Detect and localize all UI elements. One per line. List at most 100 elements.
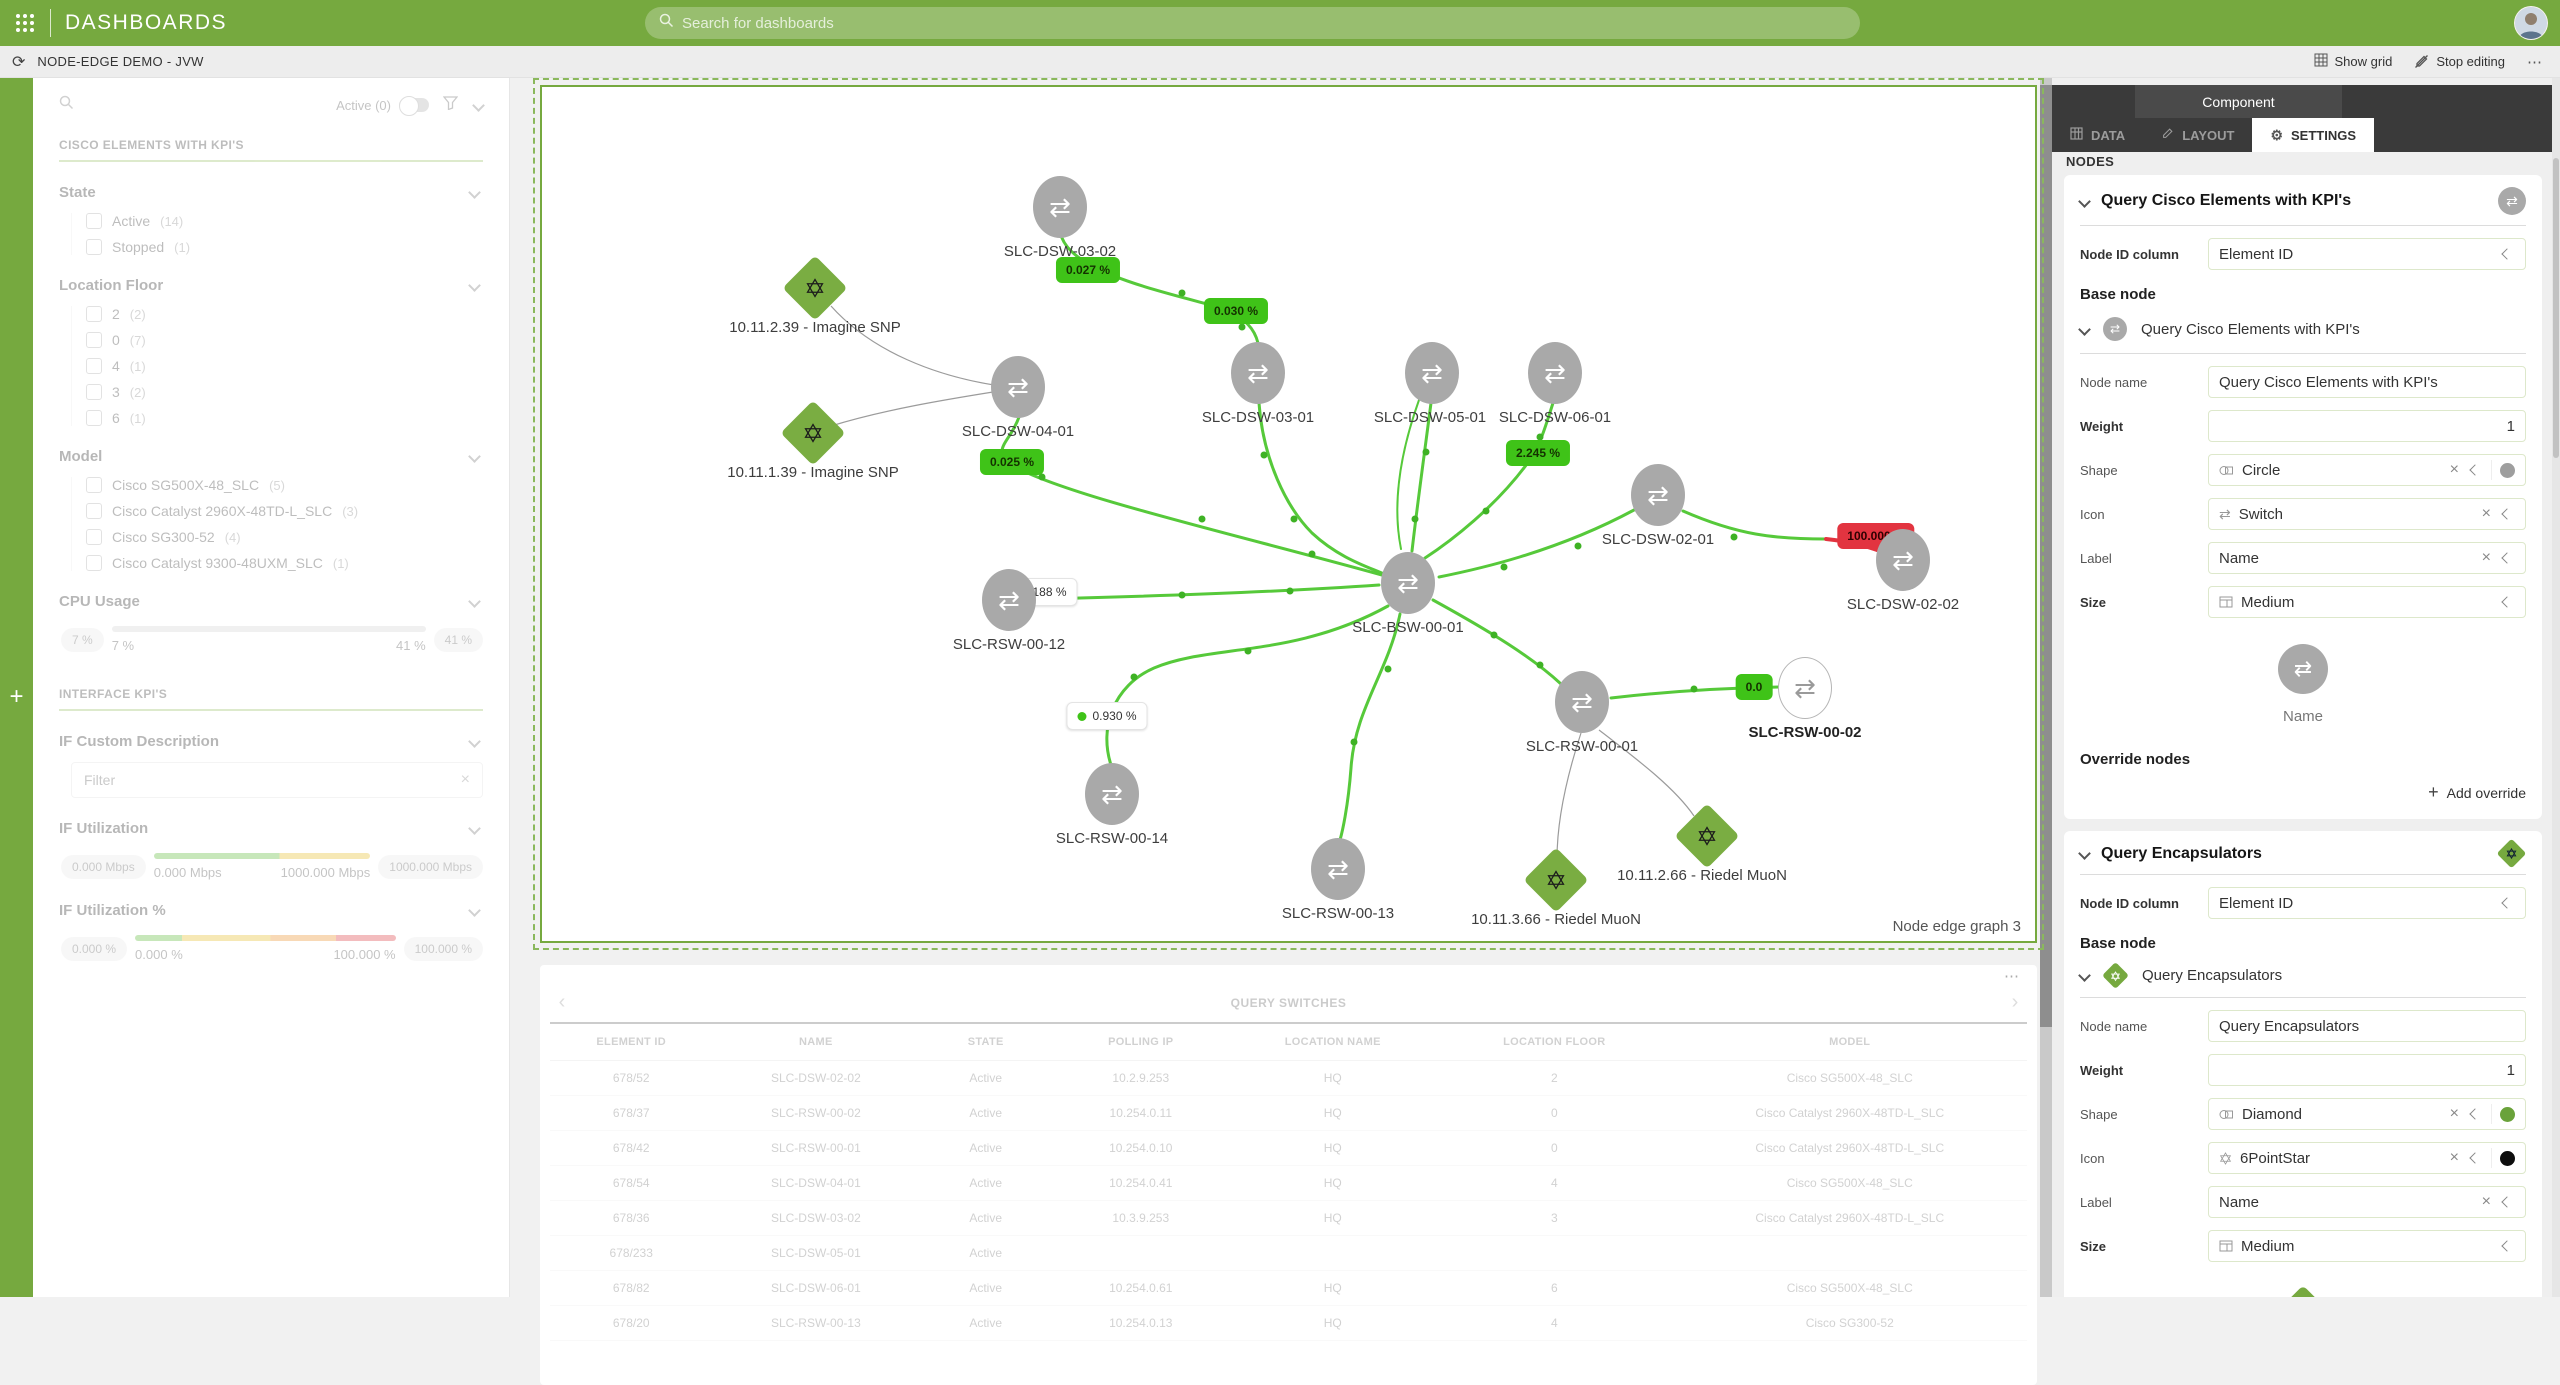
graph-node-switch[interactable]: ⇄ [1381,552,1435,614]
range-max-value[interactable]: 100.000 % [403,936,483,961]
panel-scrollbar[interactable] [2552,78,2560,1297]
graph-node-encapsulator[interactable] [780,400,846,466]
refresh-icon[interactable]: ⟳ [12,53,26,71]
filter-input-field[interactable] [84,772,461,788]
edge-utilization-label[interactable]: 2.245 % [1505,440,1571,466]
tab-data[interactable]: DATA [2052,118,2143,152]
range-slider[interactable] [135,935,396,941]
chevron-left-icon[interactable] [2469,464,2481,476]
chevron-left-icon[interactable] [2501,508,2513,520]
shape-select[interactable]: Diamond × [2208,1098,2526,1130]
canvas-scrollbar[interactable] [2040,78,2052,1297]
edge-utilization-label[interactable]: 0.030 % [1203,298,1269,324]
graph-node-switch[interactable]: ⇄ [1231,342,1285,404]
search-input[interactable] [682,14,1846,32]
checkbox[interactable] [86,358,102,374]
checkbox[interactable] [86,555,102,571]
clear-icon[interactable]: × [2481,505,2491,522]
clear-icon[interactable]: × [2449,1149,2459,1166]
clear-icon[interactable]: × [460,771,470,788]
base-node-row[interactable]: ⇄ Query Cisco Elements with KPI's [2078,317,2526,354]
edge-utilization-tooltip[interactable]: 0.930 % [1066,702,1148,730]
chevron-down-icon[interactable] [2078,322,2091,336]
shape-color-swatch[interactable] [2500,462,2515,478]
chevron-down-icon[interactable] [468,279,481,292]
table-more-menu-icon[interactable]: ⋯ [2004,968,2021,985]
query-switches-table-panel[interactable]: ⋯ ‹ QUERY SWITCHES › ELEMENT ID NAME STA… [540,965,2037,1385]
checkbox[interactable] [86,503,102,519]
filter-option[interactable]: 4(1) [86,358,483,374]
range-max-value[interactable]: 1000.000 Mbps [378,854,483,879]
weight-input[interactable]: 1 [2208,410,2526,442]
size-select[interactable]: Medium [2208,586,2526,618]
shape-select[interactable]: Circle × [2208,454,2526,486]
tab-settings[interactable]: ⚙ SETTINGS [2252,118,2375,152]
graph-node-switch[interactable]: ⇄ [1033,176,1087,238]
checkbox[interactable] [86,384,102,400]
chevron-down-icon[interactable] [468,595,481,608]
chevron-left-icon[interactable] [2501,1196,2513,1208]
edge-utilization-label[interactable]: 0.027 % [1055,257,1121,283]
table-prev-icon[interactable]: ‹ [558,991,566,1013]
graph-node-switch[interactable]: ⇄ [982,569,1036,631]
label-select[interactable]: Name × [2208,1186,2526,1218]
weight-input[interactable]: 1 [2208,1054,2526,1086]
range-slider[interactable] [153,853,371,859]
graph-node-switch[interactable]: ⇄ [1555,671,1609,733]
checkbox[interactable] [86,529,102,545]
avatar[interactable] [2514,6,2548,40]
chevron-left-icon[interactable] [2469,1108,2481,1120]
chevron-left-icon[interactable] [2501,552,2513,564]
collapse-panel-icon[interactable] [472,98,485,112]
stop-editing-button[interactable]: Stop editing [2414,54,2505,69]
graph-node-switch[interactable]: ⇄ [1528,342,1582,404]
checkbox[interactable] [86,239,102,255]
scrollbar-thumb[interactable] [2553,158,2559,458]
range-min-value[interactable]: 7 % [61,627,104,652]
icon-select[interactable]: ⇄ Switch × [2208,498,2526,530]
graph-node-encapsulator[interactable] [1523,847,1589,913]
node-id-column-select[interactable]: Element ID [2208,887,2526,919]
filter-option[interactable]: 2(2) [86,306,483,322]
filter-option[interactable]: 6(1) [86,410,483,426]
filter-option[interactable]: 3(2) [86,384,483,400]
range-max-value[interactable]: 41 % [433,627,483,652]
graph-node-encapsulator[interactable] [1674,803,1740,869]
size-select[interactable]: Medium [2208,1230,2526,1262]
table-next-icon[interactable]: › [2011,991,2019,1013]
filter-search-icon[interactable] [59,95,74,115]
checkbox[interactable] [86,410,102,426]
search-bar[interactable] [645,7,1860,39]
range-min-value[interactable]: 0.000 Mbps [61,854,146,879]
clear-icon[interactable]: × [2481,549,2491,566]
chevron-down-icon[interactable] [2078,194,2091,208]
add-override-button[interactable]: + Add override [2428,782,2526,802]
active-filter-toggle[interactable] [399,96,429,116]
shape-color-swatch[interactable] [2500,1106,2515,1122]
filter-option[interactable]: Cisco SG500X-48_SLC(5) [86,477,483,493]
chevron-left-icon[interactable] [2501,248,2513,260]
graph-node-switch[interactable]: ⇄ [1876,529,1930,591]
add-panel-button[interactable]: + [9,683,24,710]
show-grid-button[interactable]: Show grid [2314,53,2392,70]
icon-color-swatch[interactable] [2500,1150,2515,1166]
filter-option[interactable]: Cisco SG300-52(4) [86,529,483,545]
chevron-down-icon[interactable] [2078,969,2091,982]
node-name-input[interactable]: Query Encapsulators [2208,1010,2526,1042]
graph-node-switch[interactable]: ⇄ [991,356,1045,418]
node-edge-graph-panel[interactable]: 0.027 % 0.030 % 0.025 % 2.245 % 100.000 … [533,78,2044,950]
more-menu-icon[interactable]: ⋯ [2527,53,2544,71]
label-select[interactable]: Name × [2208,542,2526,574]
chevron-down-icon[interactable] [468,822,481,835]
graph-node-switch[interactable]: ⇄ [1631,464,1685,526]
chevron-down-icon[interactable] [468,735,481,748]
filter-option[interactable]: Active (14) [86,213,483,229]
chevron-down-icon[interactable] [468,450,481,463]
clear-icon[interactable]: × [2449,461,2459,478]
graph-node-switch[interactable]: ⇄ [1405,342,1459,404]
